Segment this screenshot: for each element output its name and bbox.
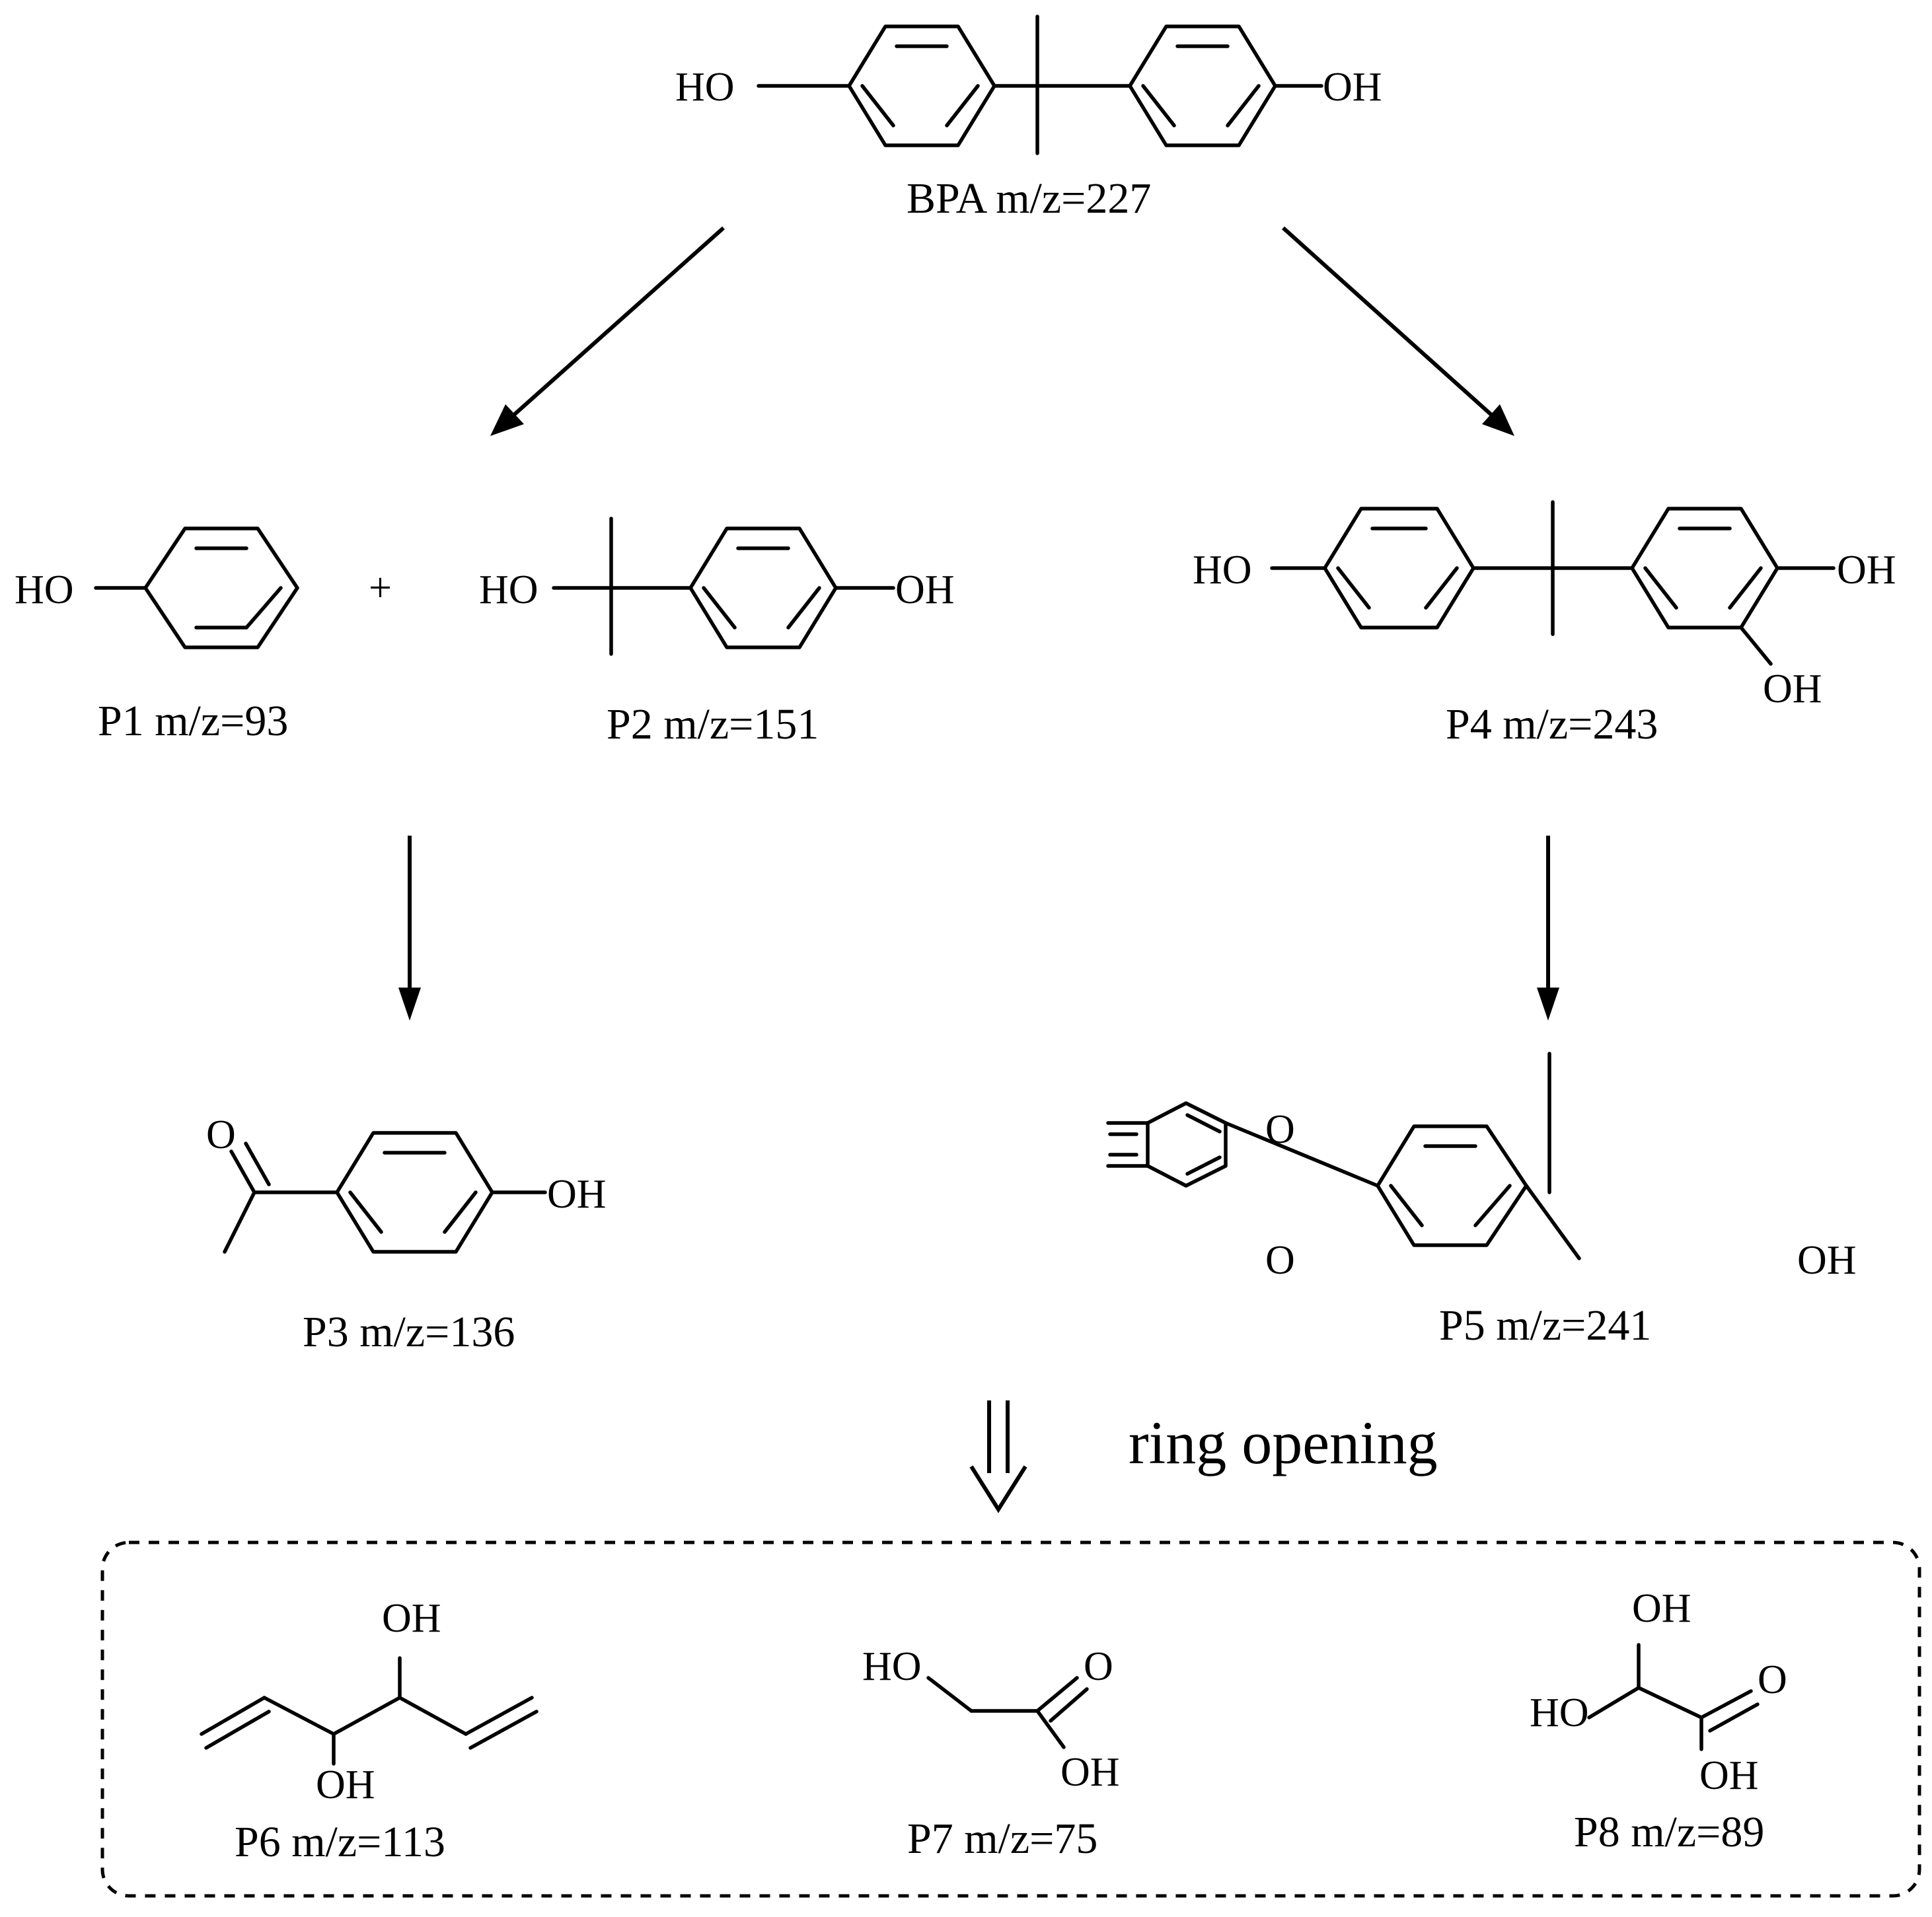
compound-p1: HO P1 m/z=93 (15, 526, 299, 745)
bpa-oh-group: OH (1323, 65, 1382, 110)
compound-p5: O O OH P5 m/z=241 (1106, 1052, 1857, 1350)
arrow-p4-to-p5 (1537, 836, 1559, 1021)
p4-structure (1270, 500, 1836, 666)
p7-ho-group: HO (862, 1644, 922, 1689)
p8-oh-group-upper: OH (1632, 1586, 1691, 1631)
p7-oh-group: OH (1060, 1750, 1120, 1795)
p2-label: P2 m/z=151 (607, 700, 819, 748)
p6-oh-group-lower: OH (316, 1762, 375, 1807)
bpa-ho-group: HO (675, 65, 735, 110)
p8-ho-group: HO (1530, 1690, 1589, 1735)
p6-label: P6 m/z=113 (235, 1818, 445, 1866)
compound-p4: HO OH OH P4 m/z=243 (1193, 500, 1896, 748)
arrow-bpa-to-p4 (1281, 226, 1514, 436)
p4-oh-group-para: OH (1837, 548, 1896, 593)
p5-o-group-upper: O (1265, 1107, 1295, 1152)
p7-label: P7 m/z=75 (907, 1815, 1097, 1863)
p4-label: P4 m/z=243 (1446, 700, 1658, 748)
p5-o-group-lower: O (1265, 1238, 1295, 1283)
p4-oh-group-meta: OH (1763, 667, 1822, 711)
compound-p7: HO O OH P7 m/z=75 (862, 1644, 1120, 1863)
arrow-p1-to-p3 (398, 836, 421, 1021)
compound-p8: OH HO O OH P8 m/z=89 (1530, 1586, 1787, 1856)
p5-label: P5 m/z=241 (1439, 1301, 1651, 1350)
p6-structure (200, 1656, 539, 1766)
compound-p3: O OH P3 m/z=136 (206, 1112, 607, 1356)
p2-structure (552, 517, 895, 656)
p2-ho-group: HO (479, 567, 539, 612)
p1-structure (94, 526, 299, 649)
compound-bpa: HO OH BPA m/z=227 (675, 15, 1382, 223)
p8-oh-group-lower: OH (1699, 1753, 1759, 1798)
p8-carbonyl-o: O (1758, 1657, 1787, 1702)
p4-ho-group: HO (1193, 548, 1252, 593)
p3-carbonyl-o: O (206, 1112, 236, 1157)
compound-p2: HO OH P2 m/z=151 (479, 517, 955, 748)
p6-oh-group-upper: OH (382, 1596, 441, 1641)
arrow-bpa-to-p1p2 (490, 226, 725, 436)
p1-ho-group: HO (15, 567, 74, 612)
p3-oh-group: OH (547, 1172, 607, 1217)
p7-structure (926, 1676, 1089, 1749)
ring-opening-arrow (969, 1400, 1027, 1513)
p1-label: P1 m/z=93 (98, 697, 288, 745)
p2-oh-group: OH (895, 567, 955, 612)
bpa-structure (757, 15, 1323, 155)
compound-p6: OH OH P6 m/z=113 (200, 1596, 539, 1866)
p3-label: P3 m/z=136 (303, 1308, 515, 1356)
p8-label: P8 m/z=89 (1574, 1808, 1764, 1856)
p8-structure (1587, 1643, 1760, 1751)
p3-structure (223, 1131, 547, 1254)
plus-sign: + (369, 565, 392, 610)
p7-carbonyl-o: O (1084, 1644, 1113, 1689)
ring-opening-label: ring opening (1129, 1409, 1438, 1476)
p5-oh-group: OH (1797, 1238, 1857, 1283)
bpa-label: BPA m/z=227 (907, 174, 1151, 223)
ring-opening-products-box (100, 1540, 1921, 1898)
p5-structure (1106, 1052, 1581, 1260)
